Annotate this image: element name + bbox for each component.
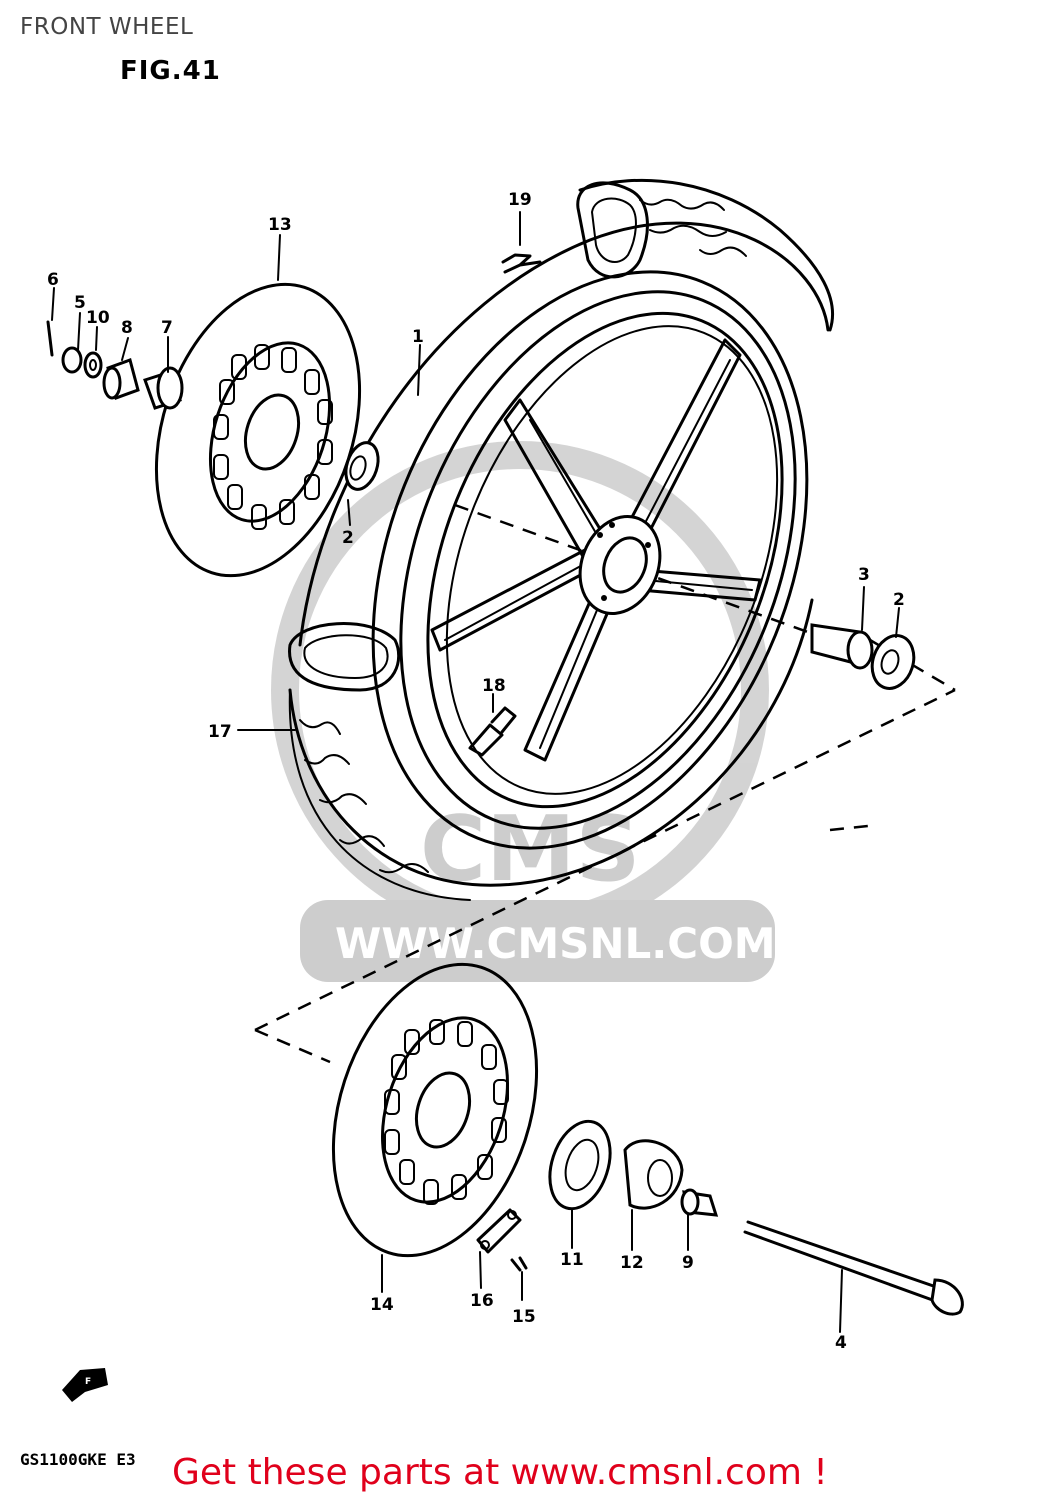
callout-11: 11 [560,1250,584,1270]
callout-7: 7 [161,318,173,338]
callout-19: 19 [508,190,532,210]
rim-wheel [371,270,809,850]
callout-5: 5 [74,293,86,313]
leader-lines [51,211,900,1333]
callout-15: 15 [512,1307,536,1327]
callout-13: 13 [268,215,292,235]
page-title: FRONT WHEEL [20,14,194,40]
callout-10: 10 [86,308,110,328]
callout-16: 16 [470,1291,494,1311]
lower-hardware [476,1119,964,1316]
figure-number: FIG.41 [120,56,221,86]
callout-6: 6 [47,270,59,290]
callout-14: 14 [370,1295,394,1315]
callout-1: 1 [412,327,424,347]
callout-18: 18 [482,676,506,696]
watermark-url: WWW.CMSNL.COM [335,919,776,968]
model-code: GS1100GKE E3 [20,1450,136,1469]
callout-17: 17 [208,722,232,742]
callout-2b: 2 [893,590,905,610]
callout-2a: 2 [342,528,354,548]
callout-4: 4 [835,1333,847,1353]
callout-labels: 1 2 2 3 4 5 6 7 8 9 10 11 12 13 14 15 16… [47,190,905,1353]
buy-parts-link[interactable]: Get these parts at www.cmsnl.com ! [172,1452,828,1493]
callout-8: 8 [121,318,133,338]
right-hardware [810,623,916,690]
brake-disc-right [331,962,539,1258]
watermark: CMS WWW.CMSNL.COM [271,441,776,982]
forward-arrow-icon: F [62,1368,108,1402]
left-hardware [46,320,380,491]
callout-3: 3 [858,565,870,585]
callout-12: 12 [620,1253,644,1273]
balance-weight [501,253,542,274]
air-valve [468,706,517,757]
tire [288,178,835,901]
watermark-banner [300,900,775,982]
callout-9: 9 [682,1253,694,1273]
forward-marker-text: F [85,1377,91,1387]
brake-disc-left [154,282,362,578]
